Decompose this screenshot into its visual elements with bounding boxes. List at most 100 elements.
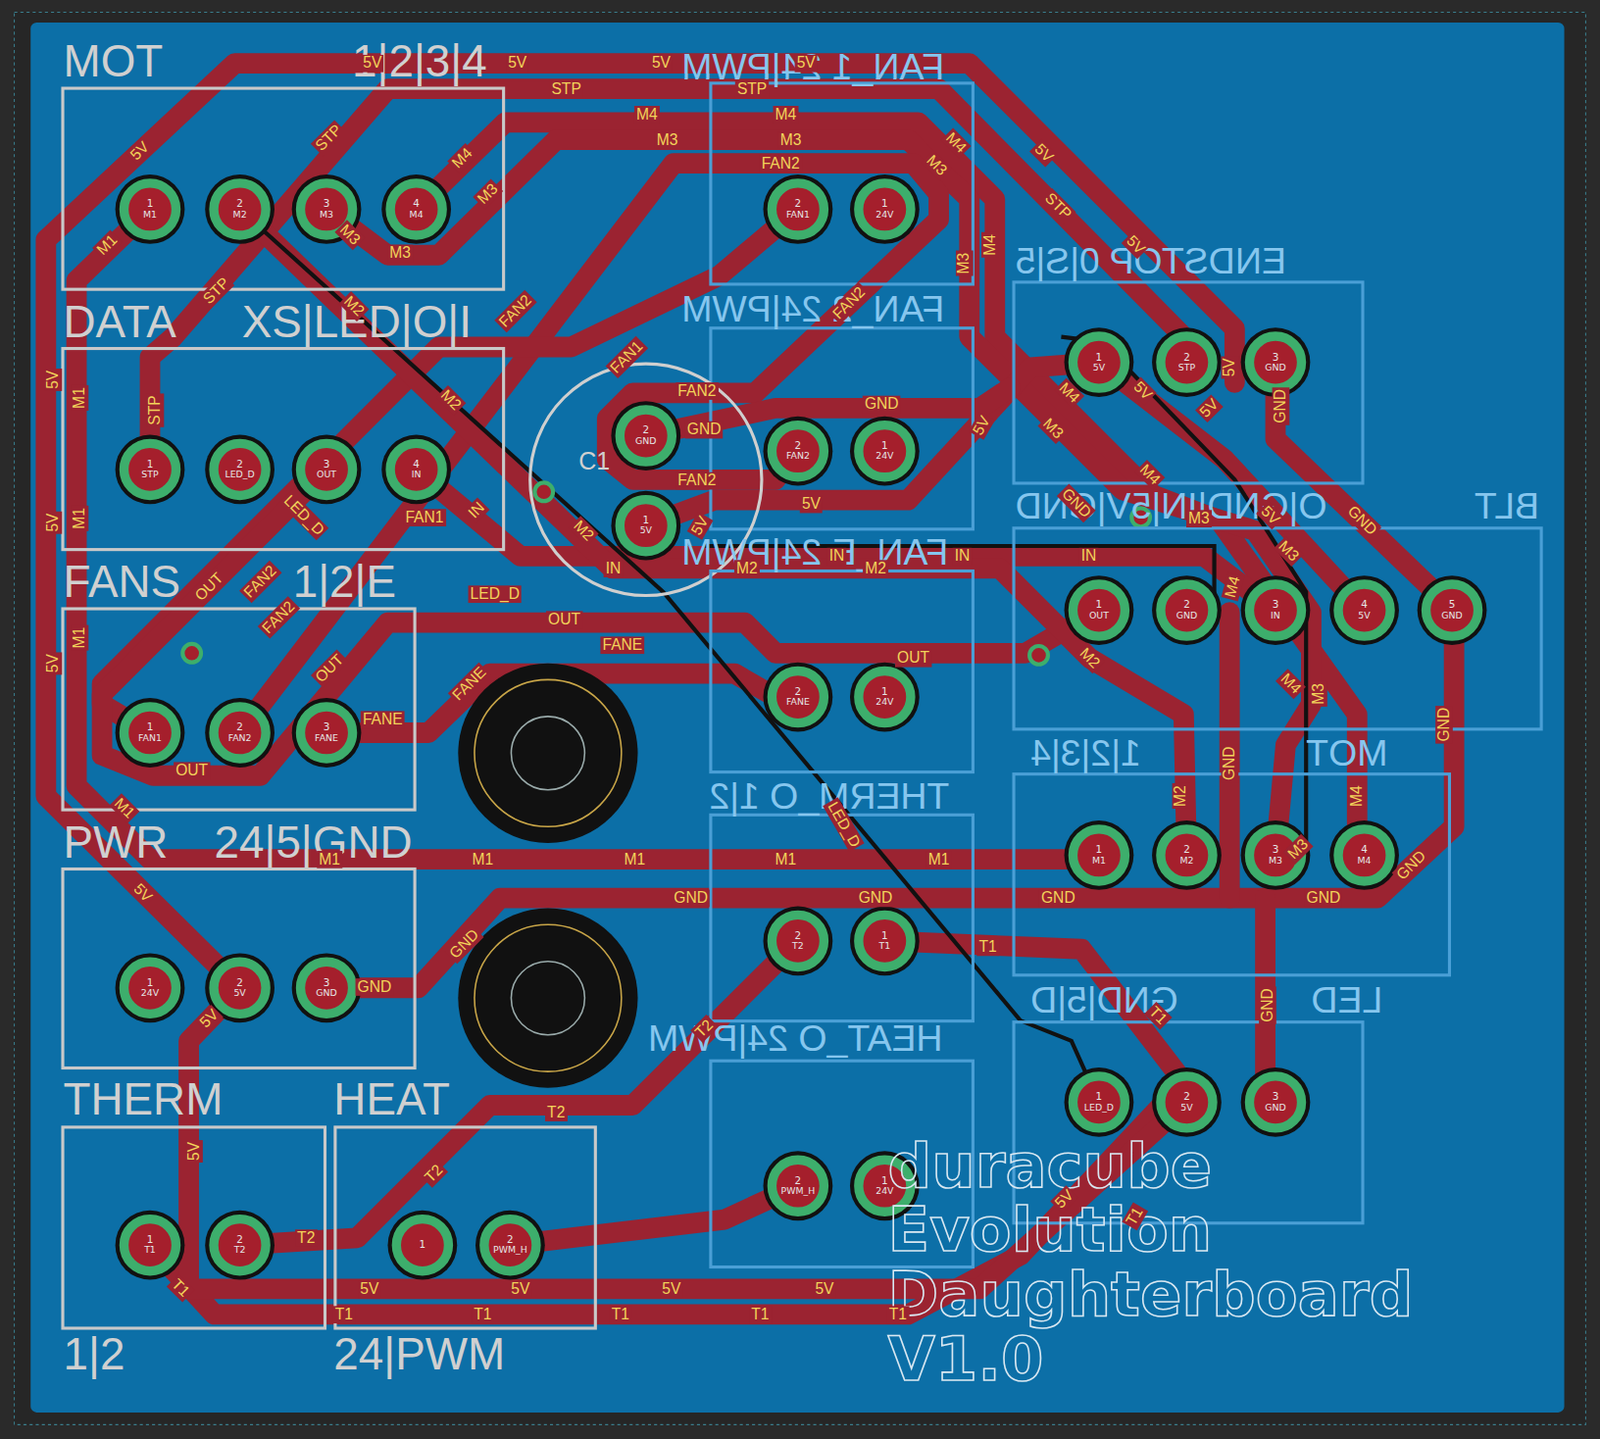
connector-outline: MOT1|2|3|41M12M23M34M4: [60, 86, 505, 291]
pin-pad: 2FAN2: [208, 701, 270, 763]
connector-heading: MOT: [1305, 735, 1388, 772]
pin-number: 2: [643, 425, 650, 437]
pin-pad: 2LED_D: [208, 439, 270, 500]
net-label: M3: [1309, 681, 1327, 707]
pin-name: T1: [879, 941, 892, 951]
pin-name: OUT: [316, 469, 337, 480]
net-label: 5V: [1221, 355, 1239, 379]
net-label: OUT: [173, 761, 210, 779]
pin-number: 3: [1272, 600, 1280, 611]
pin-pad: 1STP: [119, 439, 181, 500]
connector-heading: 24|PWM: [333, 1332, 505, 1378]
pin-pad: 1: [392, 1214, 453, 1276]
pin-number: 1: [147, 199, 154, 210]
pin-pad: 4IN: [385, 439, 447, 500]
pin-number: 1: [1096, 845, 1103, 856]
net-label: M3: [654, 131, 681, 149]
pin-number: 2: [795, 931, 802, 943]
net-label: M1: [71, 505, 89, 532]
net-label: 5V: [360, 54, 384, 72]
pin-number: 3: [323, 977, 331, 989]
net-label: 5V: [800, 496, 823, 513]
pin-number: 1: [147, 459, 154, 471]
pin-number: 1: [881, 687, 889, 699]
connector-outline: HEAT24|PWM12PWM_H: [333, 1125, 598, 1330]
net-label: GND: [1272, 387, 1290, 426]
pin-pad: 15V: [1068, 331, 1130, 393]
pin-number: 2: [236, 977, 244, 989]
pin-name: T2: [234, 1246, 247, 1256]
board-title: Evolution: [887, 1199, 1212, 1260]
pin-pad: 3GND: [1245, 1071, 1306, 1133]
net-label: GND: [685, 421, 724, 439]
net-label: FAN1: [402, 508, 446, 526]
pin-pad: 2FAN2: [767, 420, 829, 482]
pin-number: 2: [795, 441, 802, 452]
pin-name: IN: [411, 469, 422, 480]
pin-number: 1: [147, 722, 154, 734]
net-label: T2: [545, 1103, 567, 1121]
pin-pad: 1OUT: [1068, 579, 1130, 641]
pin-number: 4: [412, 459, 420, 471]
pin-name: GND: [1176, 610, 1198, 621]
pin-pad: 3FANE: [296, 701, 357, 763]
pin-name: T2: [792, 941, 804, 951]
pin-pad: 3GND: [296, 957, 357, 1019]
pin-pad: 2T2: [208, 1214, 270, 1276]
pin-number: 1: [881, 199, 889, 210]
pin-name: LED_D: [1084, 1102, 1114, 1113]
pin-name: M4: [1357, 855, 1372, 866]
pin-number: 1: [147, 1235, 154, 1247]
pin-pad: 2PWM_H: [479, 1214, 541, 1276]
connector-heading: 1|2|E: [293, 559, 397, 605]
net-label: IN: [1079, 548, 1100, 565]
pin-number: 1: [881, 1175, 889, 1187]
net-label: 5V: [45, 510, 62, 534]
pin-number: 4: [1360, 600, 1368, 611]
pin-pad: 4M4: [1333, 824, 1395, 886]
pin-name: T1: [144, 1246, 156, 1256]
pin-pad: 3OUT: [296, 439, 357, 500]
pin-pad: 15V: [615, 495, 677, 556]
pin-pad: 2M2: [208, 178, 270, 240]
pin-name: GND: [1264, 1102, 1286, 1113]
pin-pad: 124V: [853, 666, 915, 728]
net-label: IN: [603, 559, 624, 577]
net-label: M2: [1172, 783, 1190, 809]
net-label: GND: [671, 890, 710, 907]
net-label: M1: [469, 850, 496, 868]
net-label: GND: [1303, 890, 1343, 907]
net-label: 5V: [185, 1140, 202, 1163]
pin-pad: 5GND: [1421, 579, 1483, 641]
net-label: M4: [634, 105, 660, 123]
board-title: V1.0: [887, 1327, 1044, 1389]
connector-heading: LED: [1310, 982, 1383, 1019]
connector-heading: HEAT: [333, 1076, 450, 1122]
net-label: FANE: [360, 710, 405, 728]
connector-heading: BLT: [1474, 488, 1540, 525]
pin-name: GND: [1264, 362, 1286, 373]
bottom-traces: [240, 208, 1307, 1102]
net-label: 5V: [795, 54, 818, 72]
connector-heading: 1|2|3|4: [1030, 735, 1142, 772]
pin-pad: 2GND: [1155, 579, 1217, 641]
pin-name: FAN1: [786, 209, 810, 220]
net-label: M1: [71, 385, 89, 411]
pin-number: 2: [795, 687, 802, 699]
pin-number: 1: [881, 931, 889, 943]
pin-pad: 25V: [1155, 1071, 1217, 1133]
net-label: T1: [609, 1305, 632, 1323]
pin-pad: 3IN: [1245, 579, 1306, 641]
connector-outline: FAN_1 24|PWM2FAN1124V: [708, 81, 975, 286]
net-label: STP: [147, 393, 164, 428]
net-label: GND: [1435, 705, 1452, 745]
pin-pad: 1LED_D: [1068, 1071, 1130, 1133]
pin-name: STP: [141, 469, 158, 480]
pin-name: M3: [319, 209, 334, 220]
net-label: M3: [387, 245, 413, 262]
pin-pad: 25V: [208, 957, 270, 1019]
net-label: STP: [735, 80, 770, 98]
net-label: T1: [749, 1305, 771, 1323]
net-label: M1: [772, 850, 799, 868]
